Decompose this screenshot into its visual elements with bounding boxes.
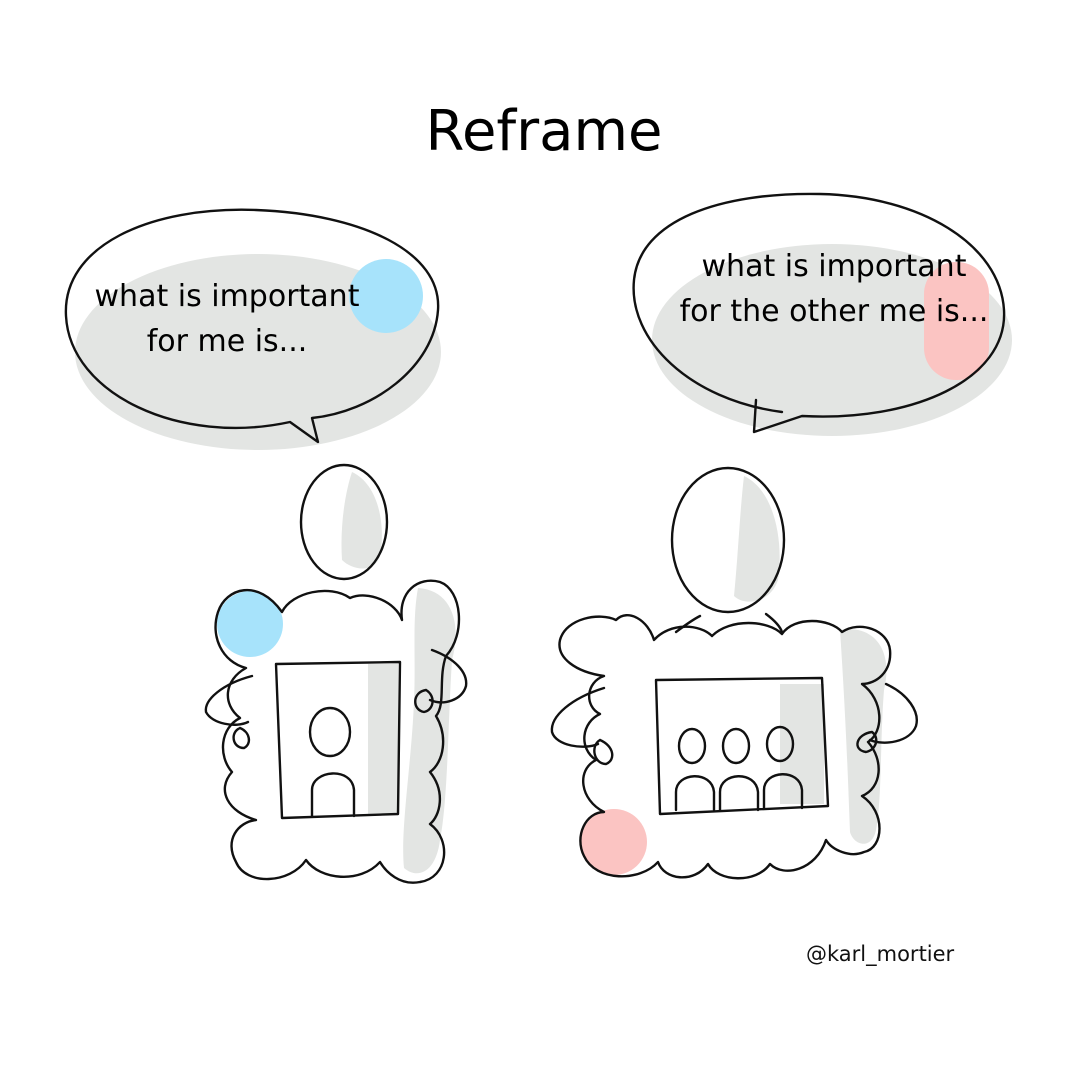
right-head-shadow (734, 476, 780, 602)
right-neck-mark-left (674, 614, 702, 634)
left-figure (204, 463, 468, 884)
right-neck-mark-right (764, 612, 784, 634)
left-inner-head (308, 706, 352, 758)
right-hand-left (550, 686, 606, 748)
left-picture-shadow (368, 664, 398, 814)
left-head-shadow (341, 472, 382, 569)
right-pink-accent (581, 809, 647, 875)
right-bubble-shadow (652, 244, 1012, 436)
right-finger-right (856, 730, 878, 754)
left-head (299, 463, 389, 581)
right-inner-head-3 (765, 725, 795, 763)
left-bubble-shadow (75, 254, 441, 450)
left-frame-shadow (403, 588, 456, 874)
right-head (670, 466, 786, 614)
right-bubble-line-1: what is important (701, 249, 967, 284)
right-picture-shadow (780, 684, 824, 804)
right-bubble-text: what is important for the other me is... (664, 244, 1004, 334)
left-frame-outline (214, 579, 461, 884)
right-inner-body-3 (762, 773, 804, 810)
right-finger-left (593, 738, 614, 766)
right-inner-body-2 (718, 775, 760, 812)
right-inner-head-1 (677, 727, 707, 765)
right-hand-right (868, 682, 918, 744)
right-inner-head-2 (721, 727, 751, 765)
right-picture-frame (654, 676, 830, 816)
right-speech-bubble (632, 192, 1012, 436)
page-title: Reframe (425, 99, 663, 164)
left-speech-bubble (64, 208, 441, 450)
left-blue-accent (217, 591, 283, 657)
left-bubble-text: what is important for me is... (77, 274, 377, 364)
left-finger-left (232, 726, 251, 750)
left-bubble-blue-accent (349, 259, 423, 333)
right-bubble-outline (632, 192, 1006, 434)
left-bubble-line-2: for me is... (146, 324, 308, 359)
left-inner-body (310, 772, 356, 818)
left-hand-left (204, 674, 254, 726)
left-finger-right (414, 688, 434, 714)
right-inner-body-1 (674, 775, 716, 812)
right-bubble-line-2: for the other me is... (679, 294, 989, 329)
left-picture-frame (274, 660, 402, 820)
author-handle: @karl_mortier (806, 942, 955, 966)
right-figure (550, 466, 918, 880)
left-bubble-outline (64, 208, 440, 444)
right-bubble-pink-accent (924, 262, 989, 380)
left-hand-right (428, 648, 468, 704)
left-bubble-line-1: what is important (94, 279, 360, 314)
